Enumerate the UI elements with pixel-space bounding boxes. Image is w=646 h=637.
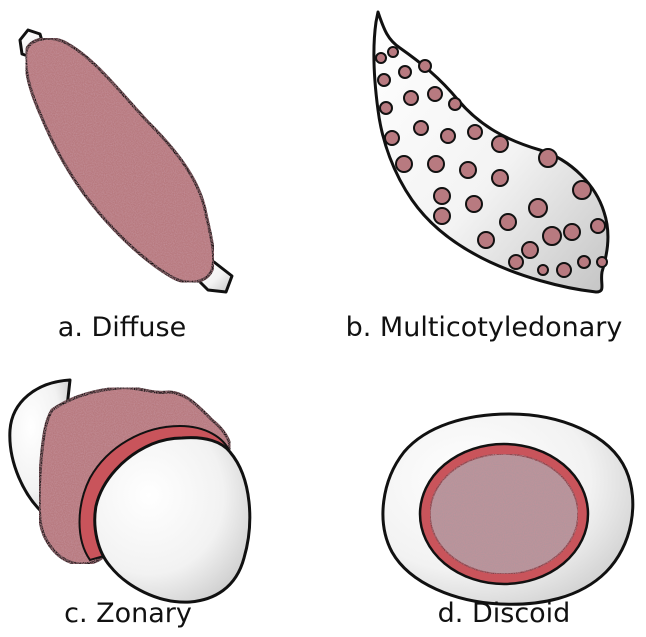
cotyledon [466,196,482,212]
cotyledon [404,91,418,105]
cotyledon [399,66,411,78]
cotyledon [564,224,580,240]
multicotyledonary-placenta: b. Multicotyledonary [346,12,623,343]
cotyledon [388,47,398,57]
discoid-placenta: d. Discoid [383,414,633,629]
cotyledon [376,53,386,63]
cotyledon [380,102,392,114]
cotyledon [573,181,591,199]
cotyledon [434,208,450,224]
cotyledon [385,131,399,145]
cotyledon [419,60,431,72]
diffuse-placenta: a. Diffuse [20,30,232,343]
cotyledon [414,121,428,135]
cotyledon [478,232,494,248]
cotyledon [428,87,442,101]
cotyledon [538,265,548,275]
cotyledon [557,263,571,277]
cotyledon [434,188,450,204]
multicot-chorion [374,12,608,292]
cotyledon [539,149,557,167]
zonary-label: c. Zonary [64,598,192,629]
cotyledon [597,257,607,267]
cotyledon [378,74,390,86]
cotyledon [578,256,590,268]
cotyledon [500,214,516,230]
cotyledon [396,156,412,172]
discoid-villous-disc [430,454,578,574]
cotyledon [468,125,482,139]
multicotyledonary-label: b. Multicotyledonary [346,312,623,343]
cotyledon [449,98,461,110]
cotyledon [492,136,508,152]
cotyledon [460,162,476,178]
cotyledon [428,156,444,172]
cotyledon [543,227,561,245]
diffuse-label: a. Diffuse [58,312,186,343]
cotyledon [509,255,523,269]
cotyledon [529,199,547,217]
cotyledon [522,242,538,258]
cotyledon [441,129,455,143]
discoid-label: d. Discoid [438,598,571,629]
cotyledon [591,219,605,233]
zonary-placenta: c. Zonary [10,380,250,629]
cotyledon [492,170,508,186]
diffuse-villi-surface [26,38,214,282]
